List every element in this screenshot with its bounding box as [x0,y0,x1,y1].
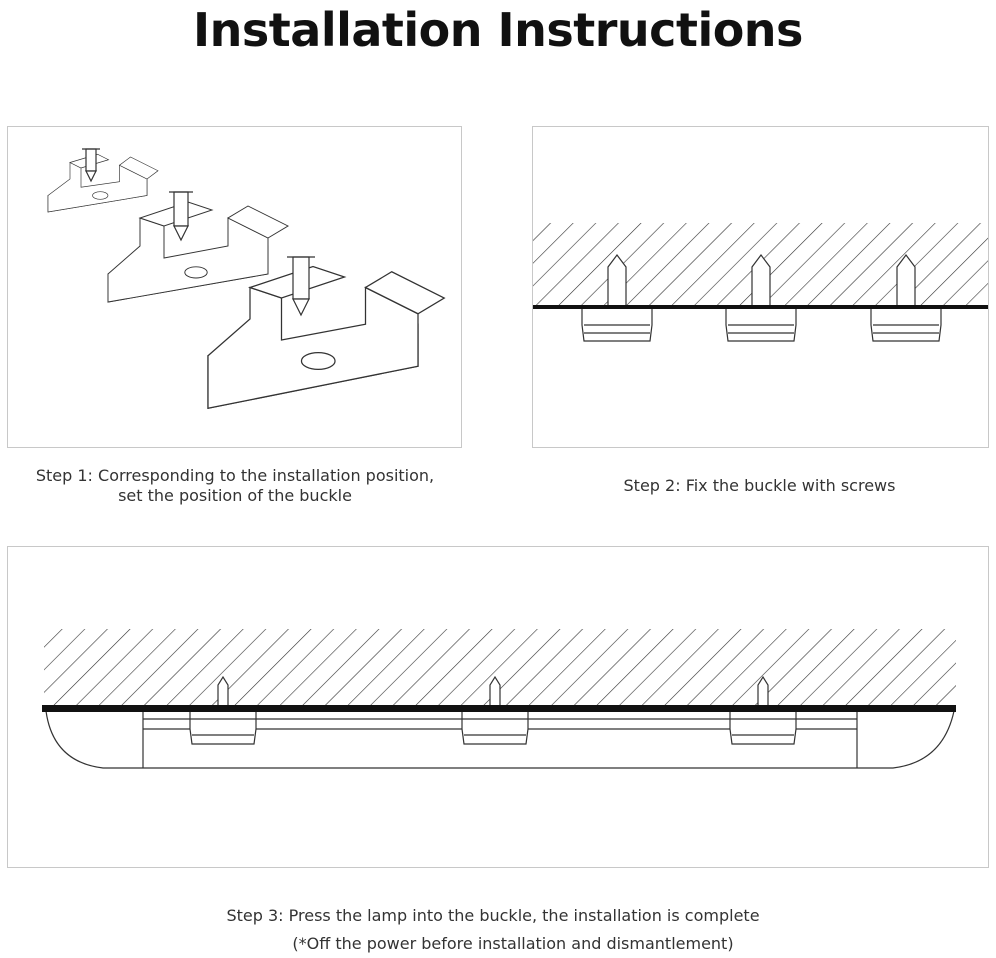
step1-caption-line2: set the position of the buckle [118,486,352,505]
screw-small [82,148,100,183]
buckle-large [207,265,446,410]
ceiling-buckles-drawing [533,223,988,342]
step3-illustration [7,546,989,868]
step3-caption-note: (*Off the power before installation and … [292,934,734,953]
screw-large [287,256,315,317]
page-title: Installation Instructions [193,3,803,57]
step2-caption: Step 2: Fix the buckle with screws [532,476,987,496]
fixed-buckle-2 [725,254,797,342]
step2-illustration [532,126,989,448]
screw-medium [169,191,193,242]
step1-illustration [7,126,462,448]
step3-caption-line1: Step 3: Press the lamp into the buckle, … [226,906,760,925]
ceiling-line [533,305,988,309]
lamp-installed-drawing [42,629,956,769]
step1-caption: Step 1: Corresponding to the installatio… [0,466,470,506]
buckle-parts-drawing [47,148,446,410]
buckle-medium [107,201,289,303]
buckle-small [47,153,159,213]
step1-caption-line1: Step 1: Corresponding to the installatio… [35,466,435,485]
ceiling-line [42,705,956,712]
lamp-buckle-1 [189,675,257,745]
step2-caption-line1: Step 2: Fix the buckle with screws [623,476,896,495]
step3-caption: Step 3: Press the lamp into the buckle, … [0,902,996,958]
